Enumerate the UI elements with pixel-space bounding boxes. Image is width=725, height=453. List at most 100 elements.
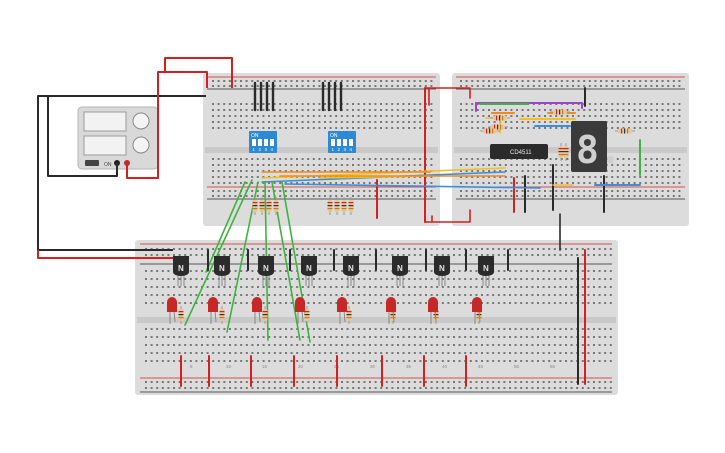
- breadboard-hole[interactable]: [212, 158, 214, 160]
- breadboard-hole[interactable]: [368, 103, 371, 105]
- breadboard-hole[interactable]: [279, 328, 282, 330]
- breadboard-hole[interactable]: [318, 109, 321, 111]
- breadboard-hole[interactable]: [481, 278, 483, 280]
- breadboard-hole[interactable]: [542, 270, 545, 272]
- breadboard-hole[interactable]: [245, 344, 248, 346]
- breadboard-hole[interactable]: [195, 328, 198, 330]
- breadboard-hole[interactable]: [301, 127, 304, 129]
- breadboard-hole[interactable]: [555, 121, 558, 123]
- breadboard-hole[interactable]: [324, 109, 326, 111]
- breadboard-hole[interactable]: [324, 190, 326, 192]
- breadboard-hole[interactable]: [644, 195, 647, 197]
- breadboard-hole[interactable]: [245, 294, 248, 296]
- breadboard-hole[interactable]: [402, 328, 405, 330]
- breadboard-hole[interactable]: [346, 109, 349, 111]
- breadboard-hole[interactable]: [622, 190, 625, 192]
- breadboard-hole[interactable]: [436, 381, 439, 383]
- breadboard-hole[interactable]: [633, 109, 636, 111]
- breadboard-hole[interactable]: [374, 164, 377, 166]
- breadboard-hole[interactable]: [521, 182, 524, 184]
- breadboard-hole[interactable]: [604, 294, 607, 296]
- power-supply[interactable]: ON: [77, 106, 159, 170]
- breadboard-hole[interactable]: [488, 164, 490, 166]
- breadboard-hole[interactable]: [650, 164, 653, 166]
- breadboard-hole[interactable]: [532, 115, 535, 117]
- breadboard-hole[interactable]: [419, 182, 422, 184]
- breadboard-hole[interactable]: [161, 352, 164, 354]
- breadboard-hole[interactable]: [206, 294, 209, 296]
- breadboard-hole[interactable]: [251, 103, 254, 105]
- breadboard-hole[interactable]: [240, 352, 243, 354]
- breadboard-hole[interactable]: [588, 182, 591, 184]
- breadboard-hole[interactable]: [441, 286, 444, 288]
- breadboard-hole[interactable]: [240, 121, 242, 123]
- breadboard-hole[interactable]: [549, 158, 552, 160]
- breadboard-hole[interactable]: [583, 176, 586, 178]
- breadboard-hole[interactable]: [363, 248, 366, 250]
- breadboard-hole[interactable]: [465, 109, 468, 111]
- breadboard-hole[interactable]: [408, 103, 410, 105]
- breadboard-hole[interactable]: [514, 381, 517, 383]
- breadboard-hole[interactable]: [616, 195, 619, 197]
- breadboard-hole[interactable]: [268, 387, 271, 389]
- breadboard-hole[interactable]: [369, 302, 371, 304]
- breadboard-hole[interactable]: [357, 360, 360, 362]
- breadboard-hole[interactable]: [581, 286, 584, 288]
- breadboard-hole[interactable]: [408, 302, 411, 304]
- breadboard-hole[interactable]: [335, 278, 338, 280]
- breadboard-hole[interactable]: [335, 195, 338, 197]
- breadboard-hole[interactable]: [346, 336, 349, 338]
- breadboard-hole[interactable]: [346, 254, 349, 256]
- breadboard-hole[interactable]: [476, 158, 479, 160]
- breadboard-hole[interactable]: [587, 278, 590, 280]
- breadboard-hole[interactable]: [312, 115, 315, 117]
- breadboard-hole[interactable]: [492, 254, 495, 256]
- breadboard-hole[interactable]: [633, 80, 636, 82]
- breadboard-hole[interactable]: [329, 127, 332, 129]
- breadboard-hole[interactable]: [223, 115, 226, 117]
- dip-switch-toggle[interactable]: [349, 139, 353, 146]
- breadboard-hole[interactable]: [486, 248, 489, 250]
- breadboard-hole[interactable]: [273, 344, 276, 346]
- breadboard-hole[interactable]: [357, 381, 360, 383]
- breadboard-hole[interactable]: [273, 115, 276, 117]
- breadboard-hole[interactable]: [391, 248, 394, 250]
- transistor[interactable]: N: [214, 256, 230, 286]
- breadboard-hole[interactable]: [532, 190, 535, 192]
- breadboard-hole[interactable]: [667, 170, 670, 172]
- breadboard-hole[interactable]: [565, 248, 567, 250]
- breadboard-hole[interactable]: [385, 103, 388, 105]
- breadboard-hole[interactable]: [397, 336, 399, 338]
- breadboard-hole[interactable]: [189, 286, 192, 288]
- breadboard-hole[interactable]: [268, 336, 271, 338]
- breadboard-hole[interactable]: [650, 121, 653, 123]
- breadboard-hole[interactable]: [173, 381, 175, 383]
- breadboard-hole[interactable]: [301, 158, 304, 160]
- breadboard-hole[interactable]: [262, 103, 265, 105]
- breadboard-hole[interactable]: [161, 294, 164, 296]
- breadboard-hole[interactable]: [430, 195, 433, 197]
- breadboard-hole[interactable]: [273, 164, 276, 166]
- breadboard-hole[interactable]: [553, 270, 556, 272]
- breadboard-hole[interactable]: [425, 381, 427, 383]
- breadboard-hole[interactable]: [380, 352, 383, 354]
- breadboard-hole[interactable]: [352, 182, 354, 184]
- breadboard-hole[interactable]: [469, 270, 472, 272]
- breadboard-hole[interactable]: [380, 387, 383, 389]
- breadboard-hole[interactable]: [380, 103, 382, 105]
- breadboard-hole[interactable]: [374, 103, 377, 105]
- breadboard-hole[interactable]: [465, 195, 468, 197]
- breadboard-hole[interactable]: [521, 164, 524, 166]
- breadboard-hole[interactable]: [201, 352, 203, 354]
- breadboard-hole[interactable]: [600, 103, 602, 105]
- breadboard-hole[interactable]: [604, 360, 607, 362]
- transistor[interactable]: N: [173, 256, 189, 286]
- breadboard-hole[interactable]: [324, 270, 327, 272]
- breadboard-hole[interactable]: [604, 302, 607, 304]
- breadboard-hole[interactable]: [301, 103, 304, 105]
- breadboard-hole[interactable]: [397, 286, 399, 288]
- breadboard-hole[interactable]: [268, 115, 270, 117]
- breadboard-hole[interactable]: [285, 352, 287, 354]
- breadboard-hole[interactable]: [212, 328, 215, 330]
- breadboard-hole[interactable]: [503, 352, 506, 354]
